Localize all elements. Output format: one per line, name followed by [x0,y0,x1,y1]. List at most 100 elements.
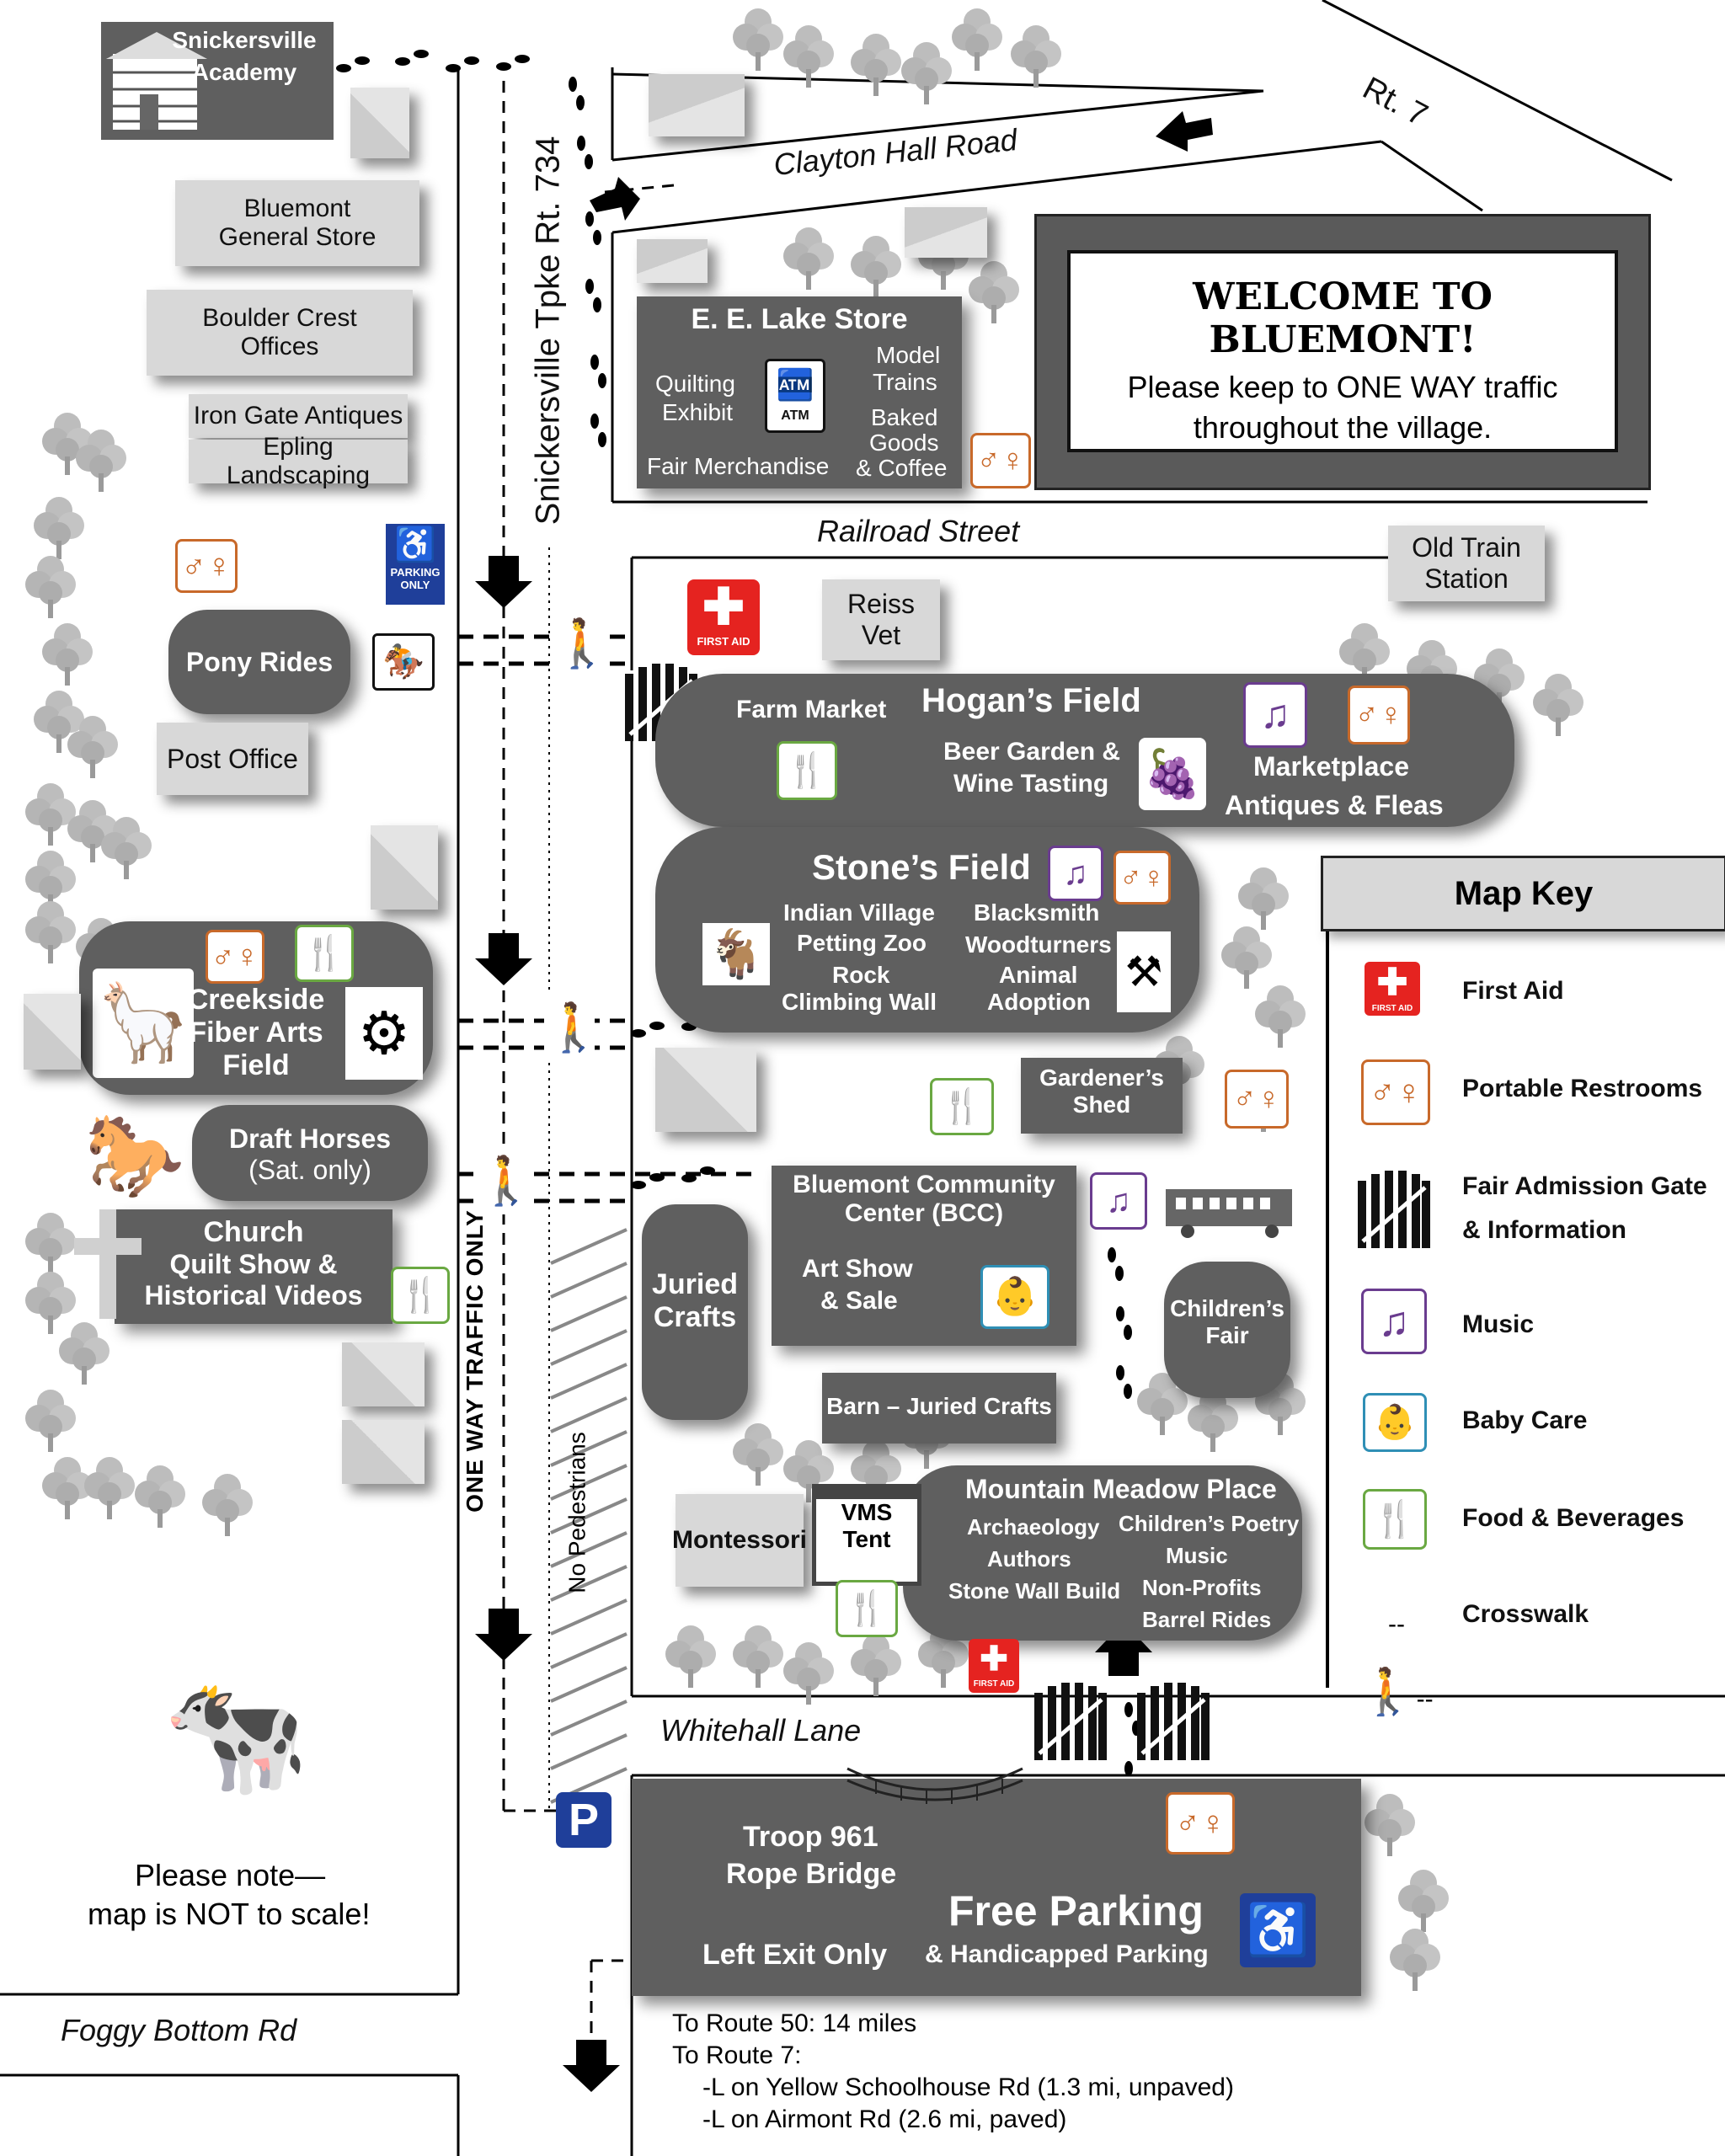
key-first-aid: First Aid [1462,977,1564,1005]
boulder-line1: Boulder Crest [202,303,357,332]
fair-merch-label: Fair Merchandise [647,453,830,479]
cross-icon [74,1209,142,1319]
food-icon: 🍴 [930,1078,994,1135]
epling-label: Epling Landscaping [226,432,371,490]
cow-icon: 🐄 [162,1668,310,1801]
ee-lake-store: E. E. Lake Store Quilting Exhibit Model … [637,296,962,488]
first-aid-icon: ✚ FIRST AID [969,1639,1019,1693]
draft-horses: Draft Horses (Sat. only) [192,1105,428,1201]
food-icon: 🍴 [777,741,837,800]
road-label-foggy: Foggy Bottom Rd [61,2013,297,2047]
church: Church Quilt Show & Historical Videos [115,1209,393,1324]
music-icon: ♫ [1048,846,1103,901]
bcc-line1: Bluemont Community [793,1171,1055,1198]
small-building [905,207,987,258]
post-office: Post Office [157,723,308,795]
log-cabin-icon [106,32,207,130]
first-aid-small-label: FIRST AID [1371,1004,1413,1013]
road-label-whitehall: Whitehall Lane [660,1713,862,1748]
directions-line2: To Route 7: [672,2041,802,2069]
small-building [371,825,438,910]
horse-rider-icon: 🏇 [372,633,435,691]
academy-line1: Snickersville [172,27,317,53]
reiss-vet: Reiss Vet [822,579,940,660]
small-building [655,1048,756,1132]
pedestrian-icon: 🚶 [553,610,611,677]
boulder-line2: Offices [240,333,319,360]
baked-line3: & Coffee [856,455,948,481]
quilting-line1: Quilting [655,371,735,397]
restroom-icon: ♂♀ [206,930,264,984]
farm-market-label: Farm Market [736,696,887,723]
lake-store-title: E. E. Lake Store [691,303,908,335]
hogans-field-title: Hogan’s Field [921,682,1141,719]
stones-left-3: Climbing Wall [782,989,937,1015]
general-store-line2: General Store [218,223,377,251]
model-trains-line2: Trains [873,369,937,395]
crosswalk-icon: --🚶-- [1359,1610,1434,1717]
creekside-line3: Field [222,1049,290,1081]
stones-left-2: Rock [832,962,890,988]
restroom-icon: ♂♀ [1348,686,1410,744]
art-show-line1: Art Show [802,1255,913,1283]
stones-right-0: Blacksmith [974,899,1100,926]
grapes-icon: 🍇 [1139,738,1206,810]
music-icon: ♫ [1090,1172,1147,1230]
restroom-icon: ♂♀ [970,433,1031,488]
barn-juried-crafts: Barn – Juried Crafts [822,1373,1056,1444]
childrens-fair: Children’s Fair [1164,1262,1290,1398]
stones-field-title: Stone’s Field [812,847,1031,887]
beer-line2: Wine Tasting [953,770,1109,798]
atm-icon: 🏧 ATM [765,359,825,433]
meadow-right-0: Children’s Poetry [1119,1511,1300,1536]
iron-gate-antiques: Iron Gate Antiques [189,394,408,438]
first-aid-icon: ✚ FIRST AID [1365,962,1420,1016]
iron-gate-label: Iron Gate Antiques [193,401,403,430]
one-way-label: ONE WAY TRAFFIC ONLY [461,1209,488,1513]
restroom-icon: ♂♀ [1361,1059,1430,1125]
academy-line2: Academy [191,59,297,85]
parking-only-line1: PARKING [390,566,441,579]
scale-note-line1: Please note— [135,1858,326,1892]
meadow-left-0: Archaeology [967,1514,1100,1540]
draft-horse-icon: 🐎 [84,1111,185,1201]
epling-landscaping: Epling Landscaping [189,433,408,489]
stones-left-1: Petting Zoo [797,930,927,956]
directions-line4: -L on Airmont Rd (2.6 mi, paved) [702,2105,1067,2133]
meadow-left-1: Authors [987,1546,1071,1572]
free-parking-area: Troop 961 Rope Bridge Free Parking Left … [632,1779,1361,1996]
parking-icon: P [556,1792,611,1848]
post-office-label: Post Office [167,743,298,774]
wheelchair-icon: ♿ [1240,1893,1316,1967]
boulder-crest-offices: Boulder Crest Offices [147,290,413,376]
juried-line2: Crafts [653,1301,737,1333]
food-icon: 🍴 [391,1267,450,1324]
old-train-line2: Station [1424,563,1509,594]
meadow-title: Mountain Meadow Place [965,1474,1277,1504]
stones-right-2: Animal [999,962,1078,988]
pedestrian-icon: 🚶 [544,994,603,1061]
draft-horses-line1: Draft Horses [228,1123,392,1154]
old-train-line1: Old Train [1412,532,1521,563]
small-building [649,74,745,136]
restroom-icon: ♂♀ [175,539,238,593]
small-building [342,1342,425,1406]
pony-rides: Pony Rides [168,610,350,714]
vms-line1: VMS [841,1499,893,1525]
blacksmith-icon: ⚒ [1117,931,1171,1012]
pony-rides-label: Pony Rides [185,647,334,677]
gardener-line2: Shed [1072,1091,1131,1118]
vms-tent: VMS Tent [812,1484,921,1586]
childrens-line2: Fair [1205,1322,1249,1348]
restroom-icon: ♂♀ [1114,851,1171,905]
welcome-line1: Please keep to ONE WAY traffic [1127,370,1558,404]
creekside-line2: Fiber Arts [189,1017,323,1049]
baked-line1: Baked [871,404,938,430]
gate-icon [1358,1171,1430,1248]
art-show-line2: & Sale [820,1287,898,1315]
juried-line1: Juried [651,1268,739,1300]
welcome-title: WELCOME TO BLUEMONT! [1193,275,1493,361]
small-building [342,1420,425,1484]
baked-line2: Goods [869,430,939,456]
first-aid-small-label: FIRST AID [697,635,750,648]
